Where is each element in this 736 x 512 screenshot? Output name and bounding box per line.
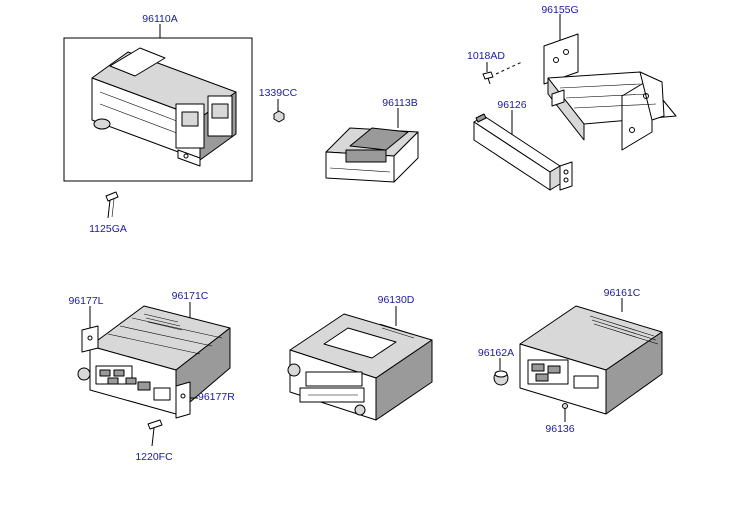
label-96177L: 96177L (68, 295, 103, 307)
label-1220FC: 1220FC (135, 451, 173, 463)
label-96110A: 96110A (142, 13, 177, 25)
screw-1220FC (147, 419, 163, 447)
label-96126: 96126 (497, 99, 526, 111)
bracket-96155G (543, 33, 677, 151)
panel-96126 (473, 113, 573, 191)
label-96162A: 96162A (478, 347, 514, 359)
bracket-96177L (81, 306, 99, 353)
label-1125GA: 1125GA (89, 223, 127, 235)
nut-1339CC (273, 110, 285, 123)
label-1339CC: 1339CC (259, 87, 298, 99)
knob-96162A (493, 370, 509, 386)
bracket-96177R (175, 381, 198, 419)
label-96136: 96136 (545, 423, 574, 435)
label-96130D: 96130D (378, 294, 415, 306)
magazine-96113B (325, 127, 419, 183)
radio-96161C (519, 305, 663, 415)
label-96155G: 96155G (541, 4, 578, 16)
label-1018AD: 1018AD (467, 50, 505, 62)
screw-1125GA (105, 191, 119, 219)
screw-1018AD (482, 61, 523, 85)
radio-96130D (287, 313, 433, 421)
label-96171C: 96171C (172, 290, 209, 302)
cd-changer-part (91, 47, 237, 167)
label-96161C: 96161C (604, 287, 641, 299)
cd-changer-group (63, 24, 253, 182)
cd-changer-frame (63, 37, 253, 182)
knob-96136 (562, 403, 568, 409)
label-96113B: 96113B (382, 97, 417, 109)
label-96177R: 96177R (198, 391, 235, 403)
